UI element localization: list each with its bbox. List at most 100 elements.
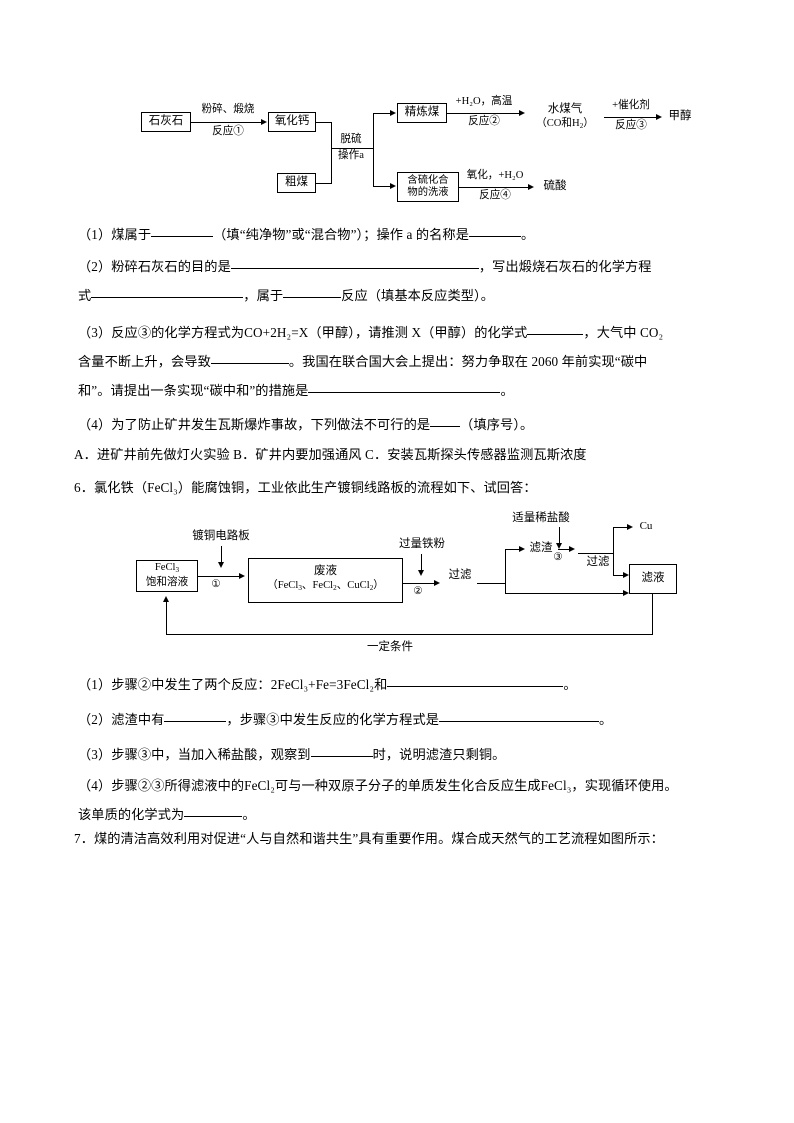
arrowhead-recycle-to-fecl3	[162, 596, 169, 602]
branch-bottom-to-sulfur-wash	[373, 186, 392, 187]
q5-2-line2-prefix: 式	[78, 288, 92, 303]
node-sulfur-wash-line2: 物的洗液	[407, 187, 449, 198]
arrowhead-sulfurwash-to-acid	[528, 183, 534, 190]
label-copper-product: Cu	[639, 520, 653, 532]
q5-2-line-1: （2）粉碎石灰石的目的是 ，写出煅烧石灰石的化学方程	[78, 252, 718, 281]
arrowhead-waste-to-filter	[434, 579, 440, 586]
q6-4-formula-1: FeCl₂	[244, 778, 275, 793]
q5-3-line-3: 和”。请提出一条实现“碳中和”的措施是 。	[78, 376, 718, 405]
question-7-stem: 7．煤的清洁高效利用对促进“人与自然和谐共生”具有重要作用。煤合成天然气的工艺流…	[74, 824, 714, 853]
arrowhead-watergas-to-methanol	[656, 113, 662, 120]
q5-4-options: A．进矿井前先做灯火实验 B．矿井内要加强通风 C．安装瓦斯探头传感器监测瓦斯浓…	[74, 447, 587, 462]
question-6-stem: 6．氯化铁（FeCl₃）能腐蚀铜，工业依此生产镀铜线路板的流程如下、试回答：	[74, 473, 714, 502]
q6-1-equation: 2FeCl₃+Fe=3FeCl₂	[270, 677, 375, 692]
connector-filter-a-vertical	[505, 549, 506, 593]
q6-4-line1-suffix: ，实现循环使用。	[571, 778, 678, 793]
question-6-part-3: （3）步骤③中，当加入稀盐酸，观察到时，说明滤渣只剩铜。	[78, 740, 718, 769]
connector-rawcoal-right	[316, 183, 332, 184]
q6-1-prefix: （1）步骤②中发生了两个反应：	[78, 677, 271, 692]
node-raw-coal-label: 粗煤	[285, 176, 308, 189]
q6-1-mid: 和	[374, 677, 388, 692]
question-6-stem-text: 6．氯化铁（FeCl₃）能腐蚀铜，工业依此生产镀铜线路板的流程如下、试回答：	[74, 480, 537, 495]
q5-1-prefix: （1）煤属于	[78, 227, 152, 242]
node-sulfur-wash-line1: 含硫化合	[407, 174, 449, 186]
node-water-gas-line1: 水煤气	[547, 103, 583, 115]
q5-3-line2-prefix: 含量不断上升，会导致	[78, 354, 211, 369]
q6-1-blank[interactable]	[387, 674, 564, 687]
recycle-line-up	[166, 602, 167, 635]
q5-3-equation: CO+2H₂=X（甲醇），请推测 X（甲醇）的化学式	[244, 325, 528, 340]
q5-3-line3-suffix: 。	[500, 383, 514, 398]
arrowhead-to-filtrate-lower	[623, 589, 629, 596]
arrow-line-waste-to-filter	[403, 583, 436, 584]
recycle-line-left	[166, 634, 653, 635]
q5-1-blank-1[interactable]	[151, 224, 214, 237]
q5-1-blank-2[interactable]	[469, 224, 521, 237]
q5-3-line1-suffix: ，大气中 CO₂	[583, 325, 664, 340]
q5-2-blank-2[interactable]	[91, 285, 244, 298]
question-6-part-2: （2）滤渣中有，步骤③中发生反应的化学方程式是。	[78, 705, 718, 734]
node-calcium-oxide: 氧化钙	[268, 112, 316, 132]
node-sulfur-wash-liquid: 含硫化合 物的洗液	[397, 172, 459, 202]
q6-4-blank[interactable]	[184, 804, 243, 817]
q5-2-prefix: （2）粉碎石灰石的目的是	[78, 259, 231, 274]
q6-2-line: （2）滤渣中有，步骤③中发生反应的化学方程式是。	[78, 705, 718, 734]
recycle-line-down	[652, 594, 653, 635]
q5-4-line-1: （4）为了防止矿井发生瓦斯爆炸事故，下列做法不可行的是（填序号）。	[78, 410, 718, 439]
connector-filter-a-right	[477, 583, 506, 584]
question-5-part-4-options: A．进矿井前先做灯火实验 B．矿井内要加强通风 C．安装瓦斯探头传感器监测瓦斯浓…	[74, 440, 714, 469]
label-water-high-temp: +H₂O，高温	[455, 96, 513, 107]
q5-3-blank-3[interactable]	[308, 380, 501, 393]
connector-to-copper	[613, 527, 629, 528]
q5-4-prefix: （4）为了防止矿井发生瓦斯爆炸事故，下列做法不可行的是	[78, 417, 431, 432]
node-filtrate: 滤液	[629, 564, 677, 594]
q5-3-line-2: 含量不断上升，会导致。我国在联合国大会上提出：努力争取在 2060 年前实现“碳…	[78, 347, 718, 376]
q6-4-formula-2: FeCl₃	[540, 778, 572, 793]
q6-2-blank-1[interactable]	[164, 709, 227, 722]
q6-3-blank[interactable]	[310, 744, 373, 757]
q6-4-line-1: （4）步骤②③所得滤液中的FeCl₂可与一种双原子分子的单质发生化合反应生成Fe…	[78, 771, 718, 800]
label-operation-a: 操作a	[338, 150, 364, 161]
process-flow-diagram-fecl3: FeCl3 饱和溶液 镀铜电路板 ① 废液 （FeCl3、FeCl2、CuCl2…	[0, 505, 794, 660]
q6-2-suffix: 。	[599, 712, 613, 727]
question-6-part-4: （4）步骤②③所得滤液中的FeCl₂可与一种双原子分子的单质发生化合反应生成Fe…	[78, 771, 718, 829]
label-filter-a: 过滤	[448, 569, 472, 581]
q5-2-line1-suffix: ，写出煅烧石灰石的化学方程	[478, 259, 652, 274]
branch-top-to-refined-coal	[373, 113, 392, 114]
node-water-gas: 水煤气 （CO和H2）	[527, 103, 603, 133]
node-limestone: 石灰石	[141, 112, 191, 132]
arrowhead-refinedcoal-to-watergas	[519, 109, 525, 116]
question-6-part-1: （1）步骤②中发生了两个反应：2FeCl₃+Fe=3FeCl₂和。	[78, 670, 718, 699]
q5-1-suffix: 。	[521, 227, 535, 242]
q5-2-blank-3[interactable]	[283, 285, 342, 298]
label-reaction-2: 反应②	[468, 116, 500, 127]
q5-3-line3-prefix: 和”。请提出一条实现“碳中和”的措施是	[78, 383, 309, 398]
q6-4-line-2: 该单质的化学式为。	[78, 800, 718, 829]
node-waste-liquid: 废液 （FeCl3、FeCl2、CuCl2）	[248, 558, 403, 603]
node-refined-coal: 精炼煤	[397, 103, 447, 123]
label-step-3: ③	[553, 552, 563, 563]
q5-2-blank-1[interactable]	[230, 256, 479, 269]
q5-3-line-1: （3）反应③的化学方程式为CO+2H₂=X（甲醇），请推测 X（甲醇）的化学式，…	[78, 318, 718, 347]
q6-2-blank-2[interactable]	[439, 709, 600, 722]
node-limestone-label: 石灰石	[148, 115, 184, 128]
q6-2-mid: ，步骤③中发生反应的化学方程式是	[226, 712, 440, 727]
node-methanol: 甲醇	[668, 110, 692, 122]
arrowhead-to-filter-residue	[519, 545, 525, 552]
label-filter-residue: 滤渣	[529, 542, 553, 554]
q5-3-blank-1[interactable]	[527, 322, 584, 335]
arrowhead-to-copper	[627, 523, 633, 530]
q6-4-line2-prefix: 该单质的化学式为	[78, 807, 185, 822]
label-filter-b: 过滤	[586, 556, 610, 568]
arrowhead-to-refined-coal	[390, 109, 396, 116]
arrowhead-limestone-to-cao	[261, 118, 267, 125]
label-reaction-1: 反应①	[212, 126, 244, 137]
q5-4-blank-1[interactable]	[430, 414, 461, 427]
q6-3-prefix: （3）步骤③中，当加入稀盐酸，观察到	[78, 747, 311, 762]
q5-3-blank-2[interactable]	[210, 351, 289, 364]
question-5-part-2: （2）粉碎石灰石的目的是，写出煅烧石灰石的化学方程 式，属于反应（填基本反应类型…	[78, 252, 718, 310]
node-water-gas-line2: （CO和H2）	[536, 117, 594, 130]
arrow-line-refinedcoal-to-watergas	[447, 113, 521, 114]
node-fecl3-line2: 饱和溶液	[145, 577, 189, 588]
